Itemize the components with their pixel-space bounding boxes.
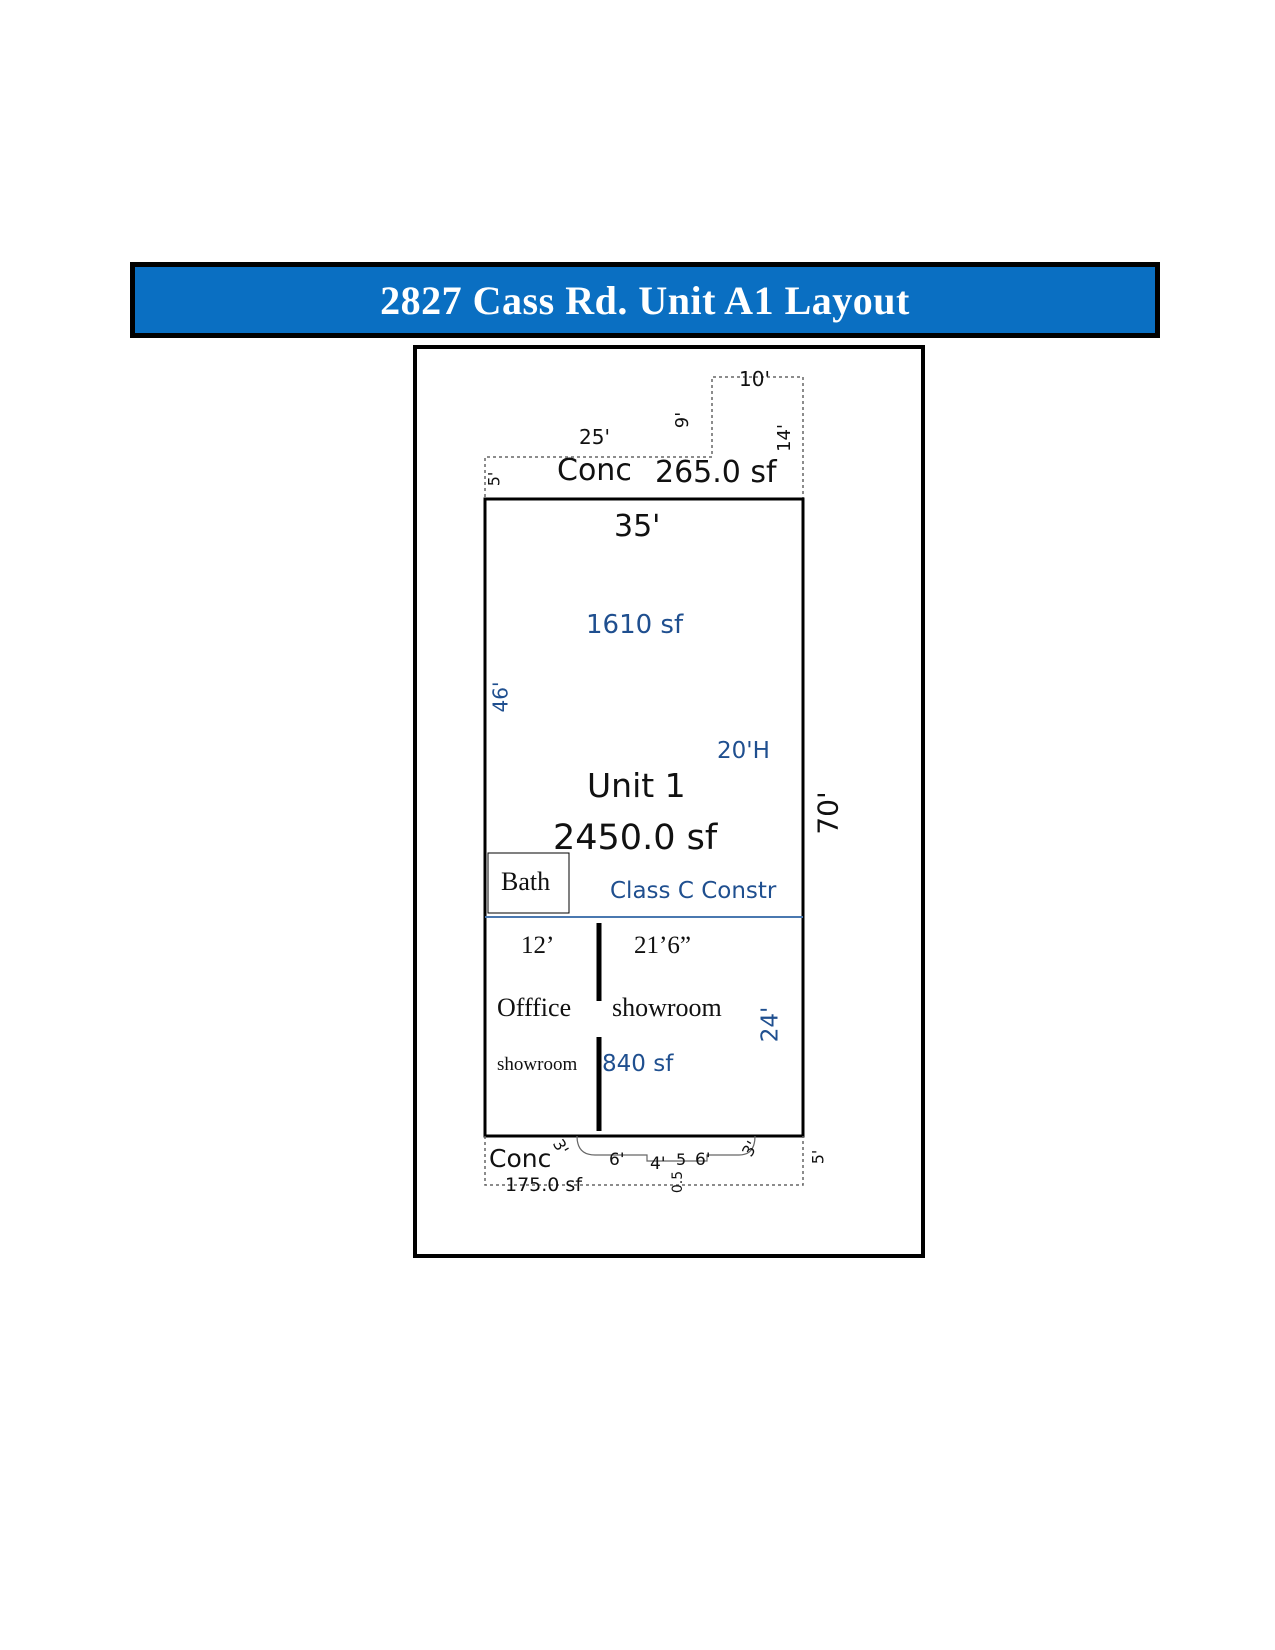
- top-conc-area: 265.0 sf: [655, 455, 777, 490]
- floor-plan-drawing: [483, 376, 805, 1186]
- entry-dim-05: 0.5: [670, 1170, 687, 1194]
- office-label: Offfice: [497, 993, 572, 1022]
- entry-dim-6-left: 6': [609, 1150, 625, 1170]
- unit-height: 70': [811, 791, 845, 835]
- entry-dim-6-right: 6': [695, 1150, 711, 1170]
- dim-9: 9': [672, 411, 694, 429]
- dim-14: 14': [773, 424, 795, 452]
- bath-label: Bath: [501, 867, 551, 896]
- dim-5-top: 5': [484, 471, 504, 487]
- entry-dim-4: 4': [650, 1154, 666, 1174]
- dim-25: 25': [579, 425, 610, 449]
- top-conc-label: Conc: [557, 453, 632, 488]
- bath-box: [487, 852, 570, 914]
- office-sub-label: showroom: [497, 1054, 578, 1075]
- dim-10: 10': [739, 367, 770, 391]
- entry-dim-5: 5: [676, 1150, 687, 1169]
- unit-name: Unit 1: [587, 766, 686, 805]
- office-width: 12’: [521, 932, 555, 959]
- bottom-concrete-outline: [484, 1136, 804, 1186]
- unit-outline: [483, 497, 805, 1138]
- title-banner: 2827 Cass Rd. Unit A1 Layout: [130, 262, 1160, 338]
- entry-outline: [576, 1135, 756, 1162]
- showroom-label: showroom: [612, 993, 722, 1022]
- lower-depth: 24': [757, 1006, 784, 1043]
- upper-area: 1610 sf: [586, 610, 684, 640]
- construction-class: Class C Constr: [610, 878, 777, 904]
- upper-depth: 46': [488, 681, 513, 713]
- lower-area: 840 sf: [602, 1051, 674, 1077]
- bottom-conc-label: Conc: [489, 1144, 552, 1173]
- showroom-width: 21’6”: [634, 932, 691, 959]
- unit-area: 2450.0 sf: [553, 818, 718, 858]
- bottom-conc-area: 175.0 sf: [505, 1174, 583, 1196]
- page-title: 2827 Cass Rd. Unit A1 Layout: [380, 277, 910, 323]
- ceiling-height: 20'H: [717, 738, 770, 764]
- dim-5-bottom: 5': [808, 1149, 828, 1165]
- unit-width: 35': [614, 509, 661, 544]
- floor-plan-frame: 25' 9' 10' 14' 5' Conc 265.0 sf 35' 1610…: [413, 345, 925, 1258]
- top-concrete-outline: [484, 376, 804, 509]
